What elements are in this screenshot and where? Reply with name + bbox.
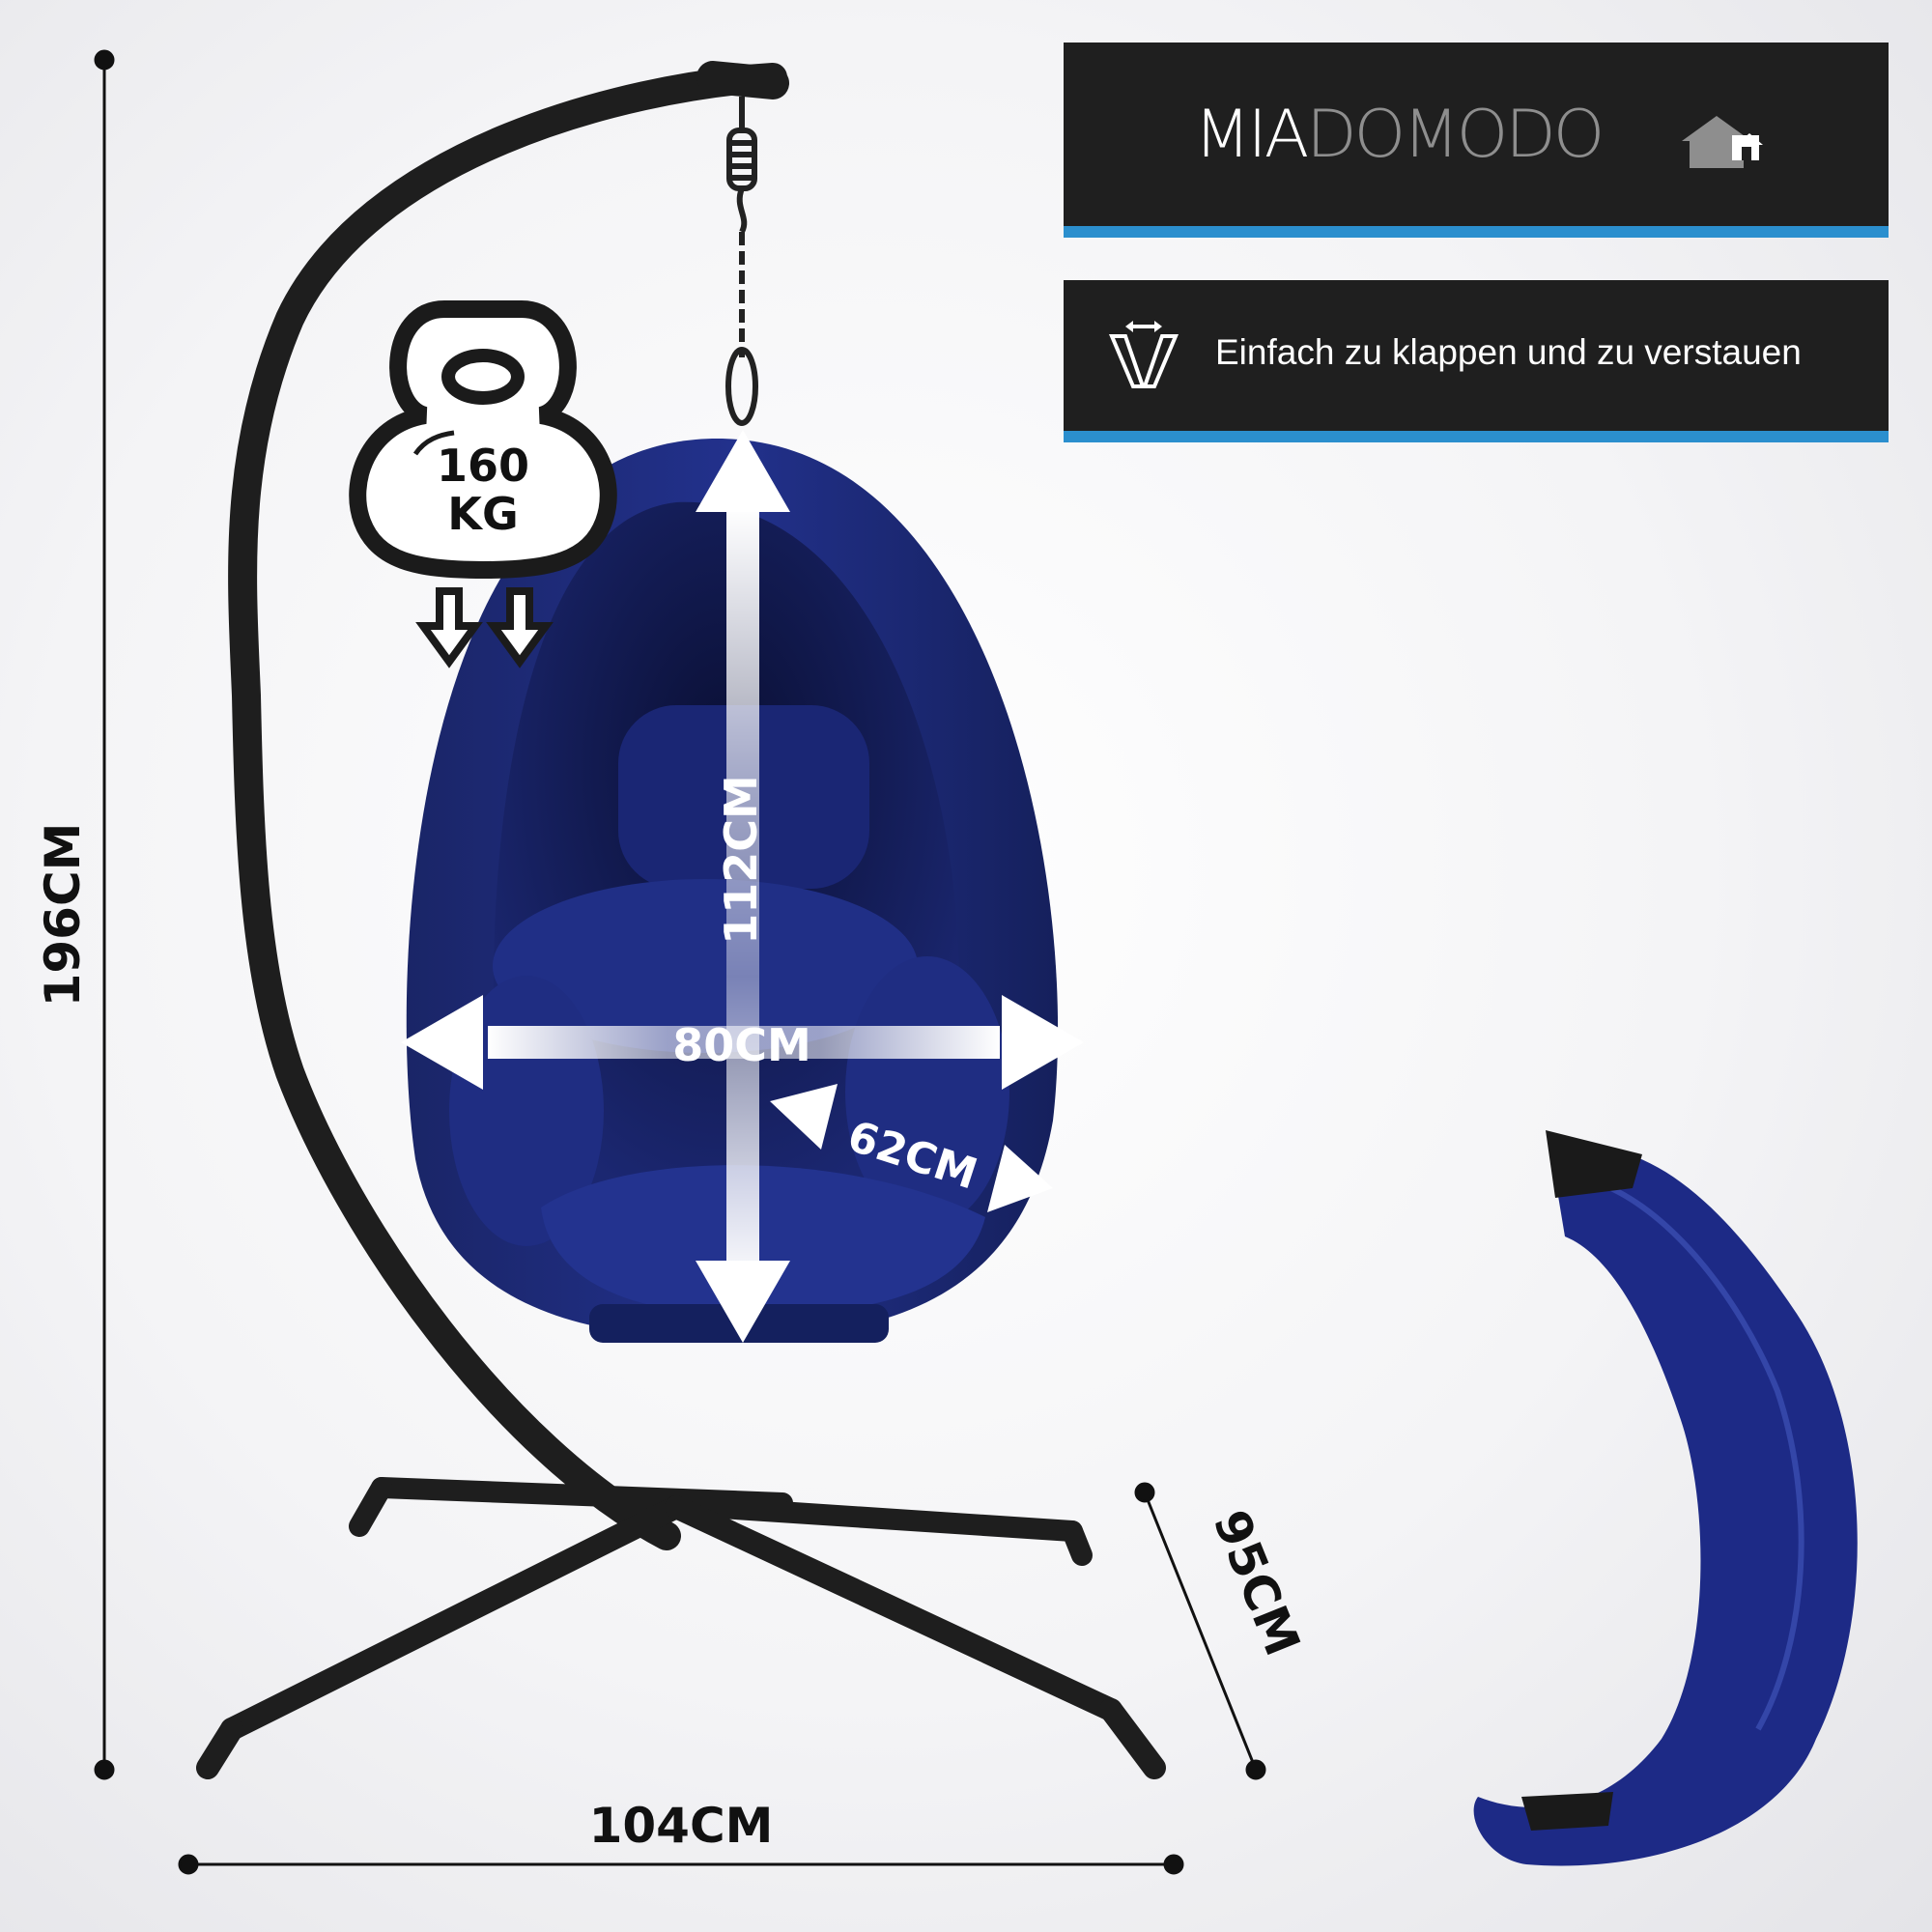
feature-text: Einfach zu klappen und zu verstauen bbox=[1215, 332, 1802, 372]
seat-width-label: 80CM bbox=[672, 1019, 811, 1071]
folded-chair bbox=[1473, 1130, 1858, 1866]
hanging-chain bbox=[725, 97, 758, 426]
brand-banner: MIADOMODO bbox=[1064, 43, 1889, 238]
brand-name-primary: MIA bbox=[1194, 97, 1309, 173]
kettlebell-icon bbox=[349, 300, 617, 668]
feature-banner: Einfach zu klappen und zu verstauen bbox=[1064, 280, 1889, 442]
brand-logo: MIADOMODO bbox=[1194, 102, 1605, 168]
measure-lines bbox=[94, 49, 1266, 1875]
egg-chair bbox=[406, 439, 1059, 1343]
house-icon bbox=[1682, 116, 1763, 168]
stand-frame bbox=[196, 61, 1166, 1779]
height-total-label: 196CM bbox=[35, 823, 91, 1008]
seat-height-label: 112CM bbox=[715, 775, 767, 945]
weight-value: 160 bbox=[437, 440, 529, 492]
brand-name-secondary: DOMODO bbox=[1306, 97, 1605, 173]
dimension-arrows bbox=[401, 430, 1084, 1343]
depth-base-label: 95CM bbox=[1203, 1502, 1311, 1662]
width-base-label: 104CM bbox=[589, 1798, 774, 1854]
fold-icon bbox=[1108, 321, 1179, 388]
weight-unit: KG bbox=[447, 488, 518, 540]
